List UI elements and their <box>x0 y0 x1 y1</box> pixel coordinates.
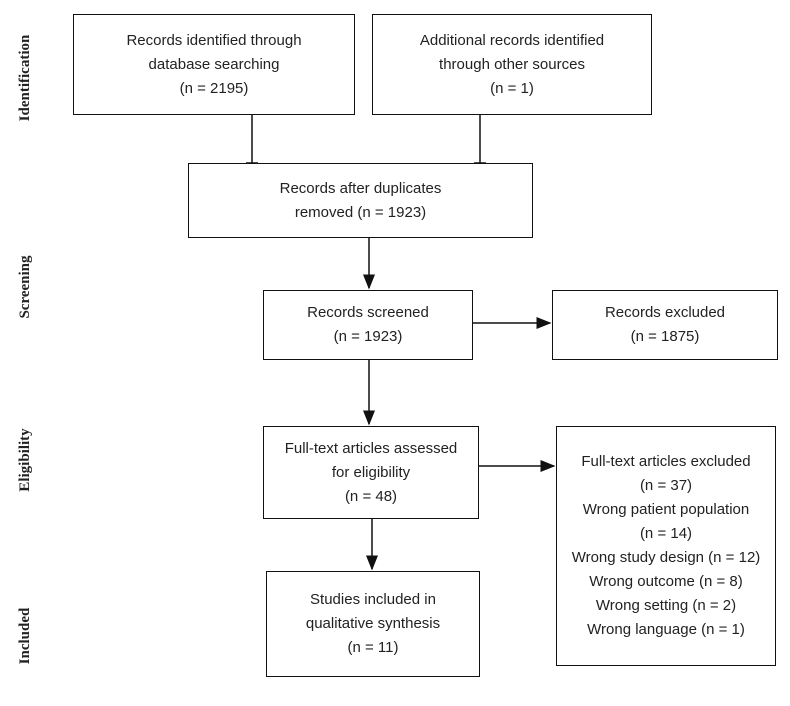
flow-connectors <box>246 115 556 571</box>
box-line: (n = 1923) <box>333 328 403 345</box>
box-line: Studies included in <box>310 591 436 608</box>
box-line: Records after duplicates <box>279 179 442 197</box>
box-line: Wrong patient population <box>582 501 750 518</box>
box-line: (n = 37) <box>639 477 693 494</box>
box-line: Wrong study design (n = 12) <box>571 549 761 566</box>
box-line: removed (n = 1923) <box>294 203 427 221</box>
box-line: (n = 14) <box>639 525 693 542</box>
box-line: Records identified through <box>126 31 302 49</box>
box-line: Wrong setting (n = 2) <box>595 597 737 614</box>
box-other-sources: Additional records identified through ot… <box>372 14 652 115</box>
box-line: (n = 1875) <box>630 328 700 345</box>
box-line: Full-text articles excluded <box>581 453 751 470</box>
box-after-duplicates: Records after duplicates removed (n = 19… <box>188 163 533 238</box>
box-line: Wrong language (n = 1) <box>587 621 745 638</box>
box-line: through other sources <box>439 55 585 73</box>
box-records-excluded: Records excluded (n = 1875) <box>552 290 778 360</box>
box-line: (n = 11) <box>347 639 399 656</box>
box-line: for eligibility <box>331 463 411 481</box>
box-line: Additional records identified <box>419 31 605 49</box>
box-line: (n = 1) <box>490 79 534 97</box>
box-line: (n = 48) <box>344 487 398 505</box>
box-studies-included: Studies included in qualitative synthesi… <box>266 571 480 677</box>
box-database-searching: Records identified through database sear… <box>73 14 355 115</box>
box-line: Full-text articles assessed <box>284 439 458 457</box>
box-line: Records screened <box>307 304 429 321</box>
box-fulltext-assessed: Full-text articles assessed for eligibil… <box>263 426 479 519</box>
box-fulltext-excluded: Full-text articles excluded (n = 37) Wro… <box>556 426 776 666</box>
box-line: Wrong outcome (n = 8) <box>589 573 743 590</box>
box-line: Records excluded <box>604 304 726 321</box>
box-line: qualitative synthesis <box>305 615 441 632</box>
box-line: (n = 2195) <box>179 79 249 97</box>
box-records-screened: Records screened (n = 1923) <box>263 290 473 360</box>
box-line: database searching <box>148 55 280 73</box>
